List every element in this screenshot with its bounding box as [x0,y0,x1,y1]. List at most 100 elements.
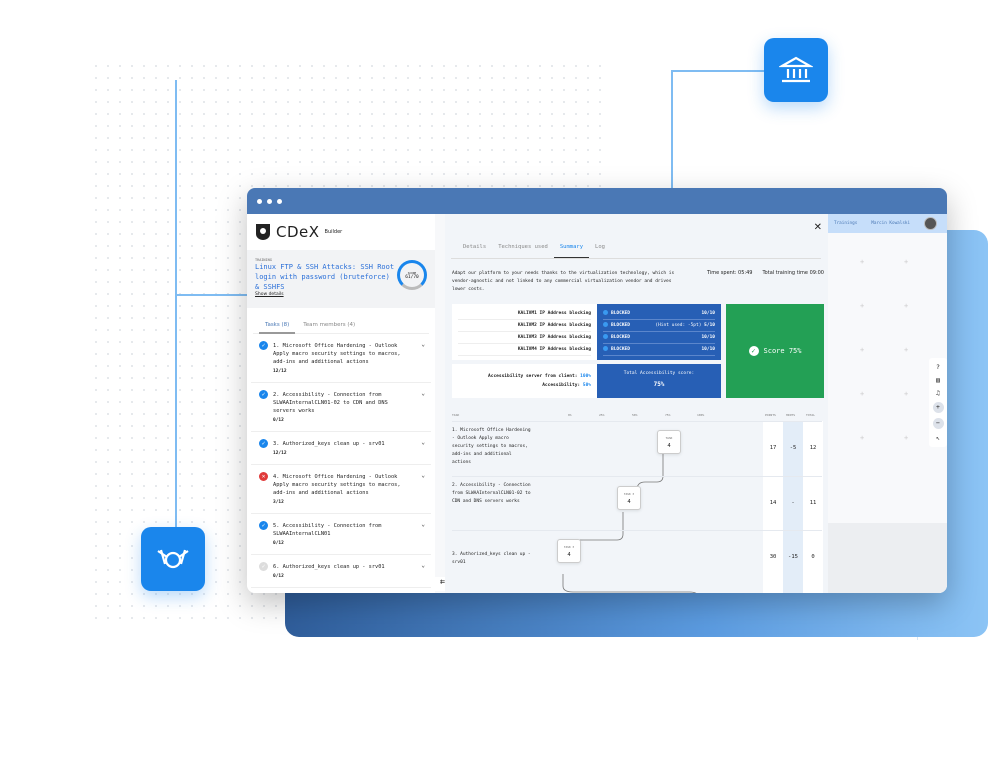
total-time: Total training time 09:00 [762,270,824,276]
grid-plus: + [860,302,865,310]
map-icon[interactable]: ▥ [936,376,940,384]
user-name[interactable]: Marcin Kowalski [871,221,911,226]
task-item[interactable]: ✓ 3. Authorized_keys clean up - srv01 12/1… [251,432,431,465]
window-dot[interactable] [267,198,272,204]
zoom-out-icon[interactable]: − [932,418,944,429]
tab-tasks[interactable]: Tasks (8) [258,322,296,334]
task-points: 0/12 [273,541,284,546]
training-label: TRAINING [255,258,272,262]
row-points: 17 [769,445,777,451]
canvas-toolbar: ? ▥ ♫ + − ↖ [929,358,947,447]
accessibility-details: Accessibility server from client: 100% A… [452,364,597,398]
grid-plus: + [860,346,865,354]
check-circle-icon: ✓ [259,439,268,448]
avatar[interactable] [924,217,938,230]
task-title: 1. Microsoft Office Hardening - Outlook … [273,343,401,365]
row-total: 11 [809,500,817,506]
chevron-down-icon[interactable]: ⌄ [421,472,425,479]
task-points: 3/12 [273,500,284,505]
total-column [803,421,823,593]
task-title: 6. Authorized_keys clean up - srv01 [273,564,385,570]
task-points: 0/12 [273,418,284,423]
blocking-row: BLOCKED 10/10 [603,344,715,356]
chevron-down-icon[interactable]: ⌄ [421,521,425,528]
task-title: 3. Authorized_keys clean up - srv01 [273,441,385,447]
logo-icon [256,224,270,240]
help-icon[interactable]: ? [936,363,940,371]
grid-plus: + [904,346,909,354]
check-icon [603,346,608,351]
chevron-down-icon[interactable]: ⌄ [421,390,425,397]
tab-team-members[interactable]: Team members (4) [303,322,356,328]
connector-line [175,80,177,296]
grid-plus: + [904,390,909,398]
blocking-row: BLOCKED 10/10 [603,308,715,320]
top-bar: Trainings Marcin Kowalski [828,214,947,233]
check-circle-icon: ✓ [259,341,268,350]
row-total: 12 [809,445,817,451]
blocking-label: KALIVM3 IP Address blocking [458,332,591,344]
bell-icon[interactable]: ♫ [936,389,940,397]
left-tabs: Tasks (8) Team members (4) [253,308,429,334]
tab-details[interactable]: Details [463,244,487,250]
tab-techniques[interactable]: Techniques used [498,244,548,250]
blocking-row: BLOCKED 10/10 [603,332,715,344]
row-points: 30 [769,554,777,560]
row-task: 2. Accessibility - Connection from SLWAA… [452,483,531,504]
window-dot[interactable] [277,198,282,204]
connector-line [175,294,247,296]
points-column [763,421,783,593]
score-card: ✓Score 75% [726,304,824,398]
window-titlebar [247,188,947,214]
table-row: 2. Accessibility - Connection from SLWAA… [452,476,822,531]
tab-log[interactable]: Log [595,244,605,250]
total-accessibility: Total Accessibility score:75% [597,364,721,398]
summary-modal: ✕ Details Techniques used Summary Log Ad… [445,214,828,593]
training-header: TRAINING Linux FTP & SSH Attacks: SSH Ro… [247,250,435,308]
bank-icon [764,38,828,102]
task-title: 5. Accessibility - Connection from SLWAA… [273,523,382,537]
task-item[interactable]: ✓5. Accessibility - Connection from SLWA… [251,514,431,555]
show-details-link[interactable]: Show details [255,292,284,297]
row-points: 14 [769,500,777,506]
time-spent: Time spent: 05:49 [706,270,753,276]
row-hints: - [791,500,795,506]
hints-column [783,421,803,593]
row-task: 1. Microsoft Office Hardening - Outlook … [452,428,531,465]
tab-summary[interactable]: Summary [553,244,590,258]
blocking-row: BLOCKED(Hint used: -5pt) 5/10 [603,320,715,332]
row-total: 0 [811,554,815,560]
zoom-in-icon[interactable]: + [932,402,944,413]
modal-tabs: Details Techniques used Summary Log [451,244,821,259]
grid-plus: + [904,258,909,266]
grid-plus: + [860,434,865,442]
close-icon[interactable]: ✕ [813,222,822,233]
chevron-down-icon[interactable]: ⌄ [421,439,425,446]
trainings-link[interactable]: Trainings [834,221,858,226]
chevron-down-icon[interactable]: ⌄ [421,562,425,569]
task-points: 12/12 [273,451,287,456]
task-item[interactable]: ✕4. Microsoft Office Hardening - Outlook… [251,465,431,514]
connector-line [671,70,765,72]
cursor-icon[interactable]: ↖ [936,434,940,442]
task-item[interactable]: ✓ 1. Microsoft Office Hardening - Outlook… [251,334,431,383]
check-circle-icon: ✓ [259,390,268,399]
brand-subtitle: Builder [324,229,343,235]
chevron-down-icon[interactable]: ⌄ [421,341,425,348]
task-list: ✓ 1. Microsoft Office Hardening - Outlook… [247,334,435,588]
task-title: 2. Accessibility - Connection from SLWAA… [273,392,388,414]
task-item[interactable]: ✓ 2. Accessibility - Connection from SLWA… [251,383,431,432]
window-dot[interactable] [257,198,262,204]
table-row: 3. Authorized_keys clean up - srv01 TASK… [452,530,822,585]
blocking-label: KALIVM4 IP Address blocking [458,344,591,356]
